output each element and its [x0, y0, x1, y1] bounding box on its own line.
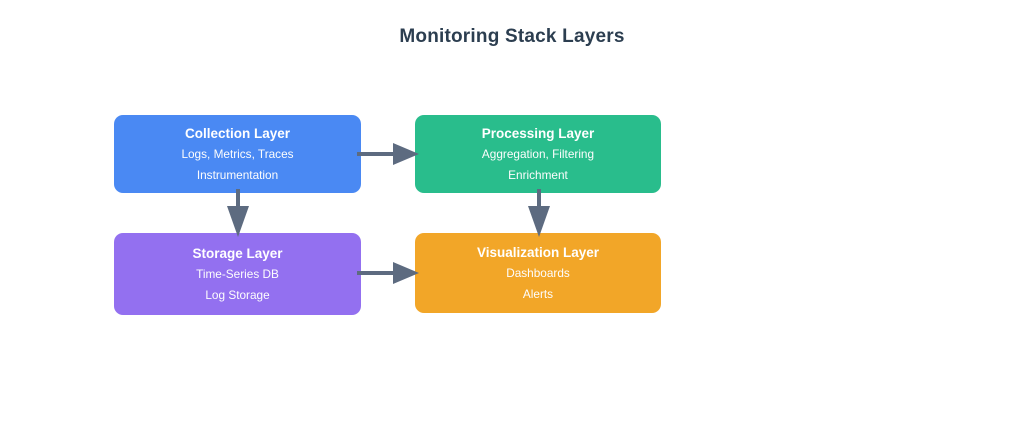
node-detail-line: Time-Series DB — [196, 266, 279, 281]
arrow-collection-to-processing-icon — [357, 143, 419, 165]
node-collection-layer[interactable]: Collection Layer Logs, Metrics, Traces I… — [114, 115, 361, 193]
node-detail-line: Instrumentation — [196, 167, 279, 182]
node-title: Collection Layer — [184, 125, 291, 141]
page-title: Monitoring Stack Layers — [399, 26, 625, 47]
node-detail-line: Logs, Metrics, Traces — [181, 146, 294, 161]
arrow-processing-to-visualization-icon — [528, 189, 550, 237]
node-detail-line: Aggregation, Filtering — [481, 146, 595, 161]
node-detail-line: Alerts — [522, 286, 554, 301]
node-detail-line: Enrichment — [508, 167, 568, 182]
arrow-storage-to-visualization-icon — [357, 262, 419, 284]
node-title: Processing Layer — [481, 125, 595, 141]
node-detail-line: Dashboards — [506, 265, 570, 280]
node-storage-layer[interactable]: Storage Layer Time-Series DB Log Storage — [114, 233, 361, 315]
node-processing-layer[interactable]: Processing Layer Aggregation, Filtering … — [415, 115, 661, 193]
node-title: Storage Layer — [192, 245, 283, 261]
node-title: Visualization Layer — [476, 244, 600, 260]
node-visualization-layer[interactable]: Visualization Layer Dashboards Alerts — [415, 233, 661, 313]
arrow-collection-to-storage-icon — [227, 189, 249, 237]
node-detail-line: Log Storage — [205, 287, 270, 302]
